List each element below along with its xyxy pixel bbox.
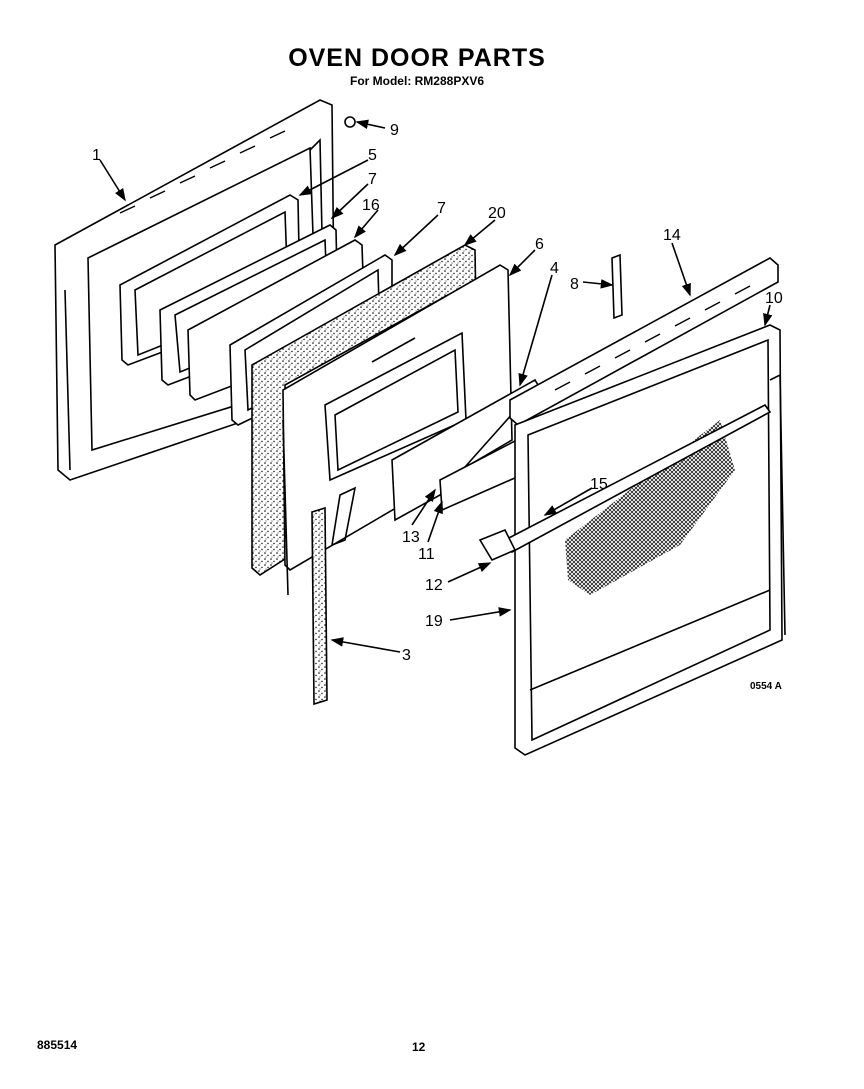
page-title: OVEN DOOR PARTS [288,44,546,72]
callout-6: 6 [535,236,544,253]
screw [344,116,356,128]
callout-19: 19 [425,613,443,630]
callout-3: 3 [402,647,411,664]
door-handle [478,403,772,562]
callout-9: 9 [390,122,399,139]
callout-15: 15 [590,476,608,493]
callout-7-gasket: 7 [437,200,446,217]
leader-lines [99,119,773,653]
side-trim-strip [311,506,328,706]
door-baffle-panel [282,264,513,596]
page-number: 12 [412,1040,426,1054]
callout-1: 1 [92,147,101,164]
callout-8: 8 [570,276,579,293]
callout-16: 16 [362,197,380,214]
callout-20: 20 [488,205,506,222]
door-top-trim [509,257,779,426]
callout-13: 13 [402,529,420,546]
callout-11: 11 [418,546,435,563]
callout-10: 10 [765,290,783,307]
callout-14: 14 [663,227,681,244]
callout-12: 12 [425,577,443,594]
callout-5: 5 [368,147,377,164]
trim-bracket [611,253,623,320]
callout-4: 4 [550,260,559,277]
model-subtitle: For Model: RM288PXV6 [349,74,485,88]
document-number: 885514 [37,1038,78,1052]
figure-code: 0554 A [750,681,782,692]
callout-7: 7 [368,171,377,188]
